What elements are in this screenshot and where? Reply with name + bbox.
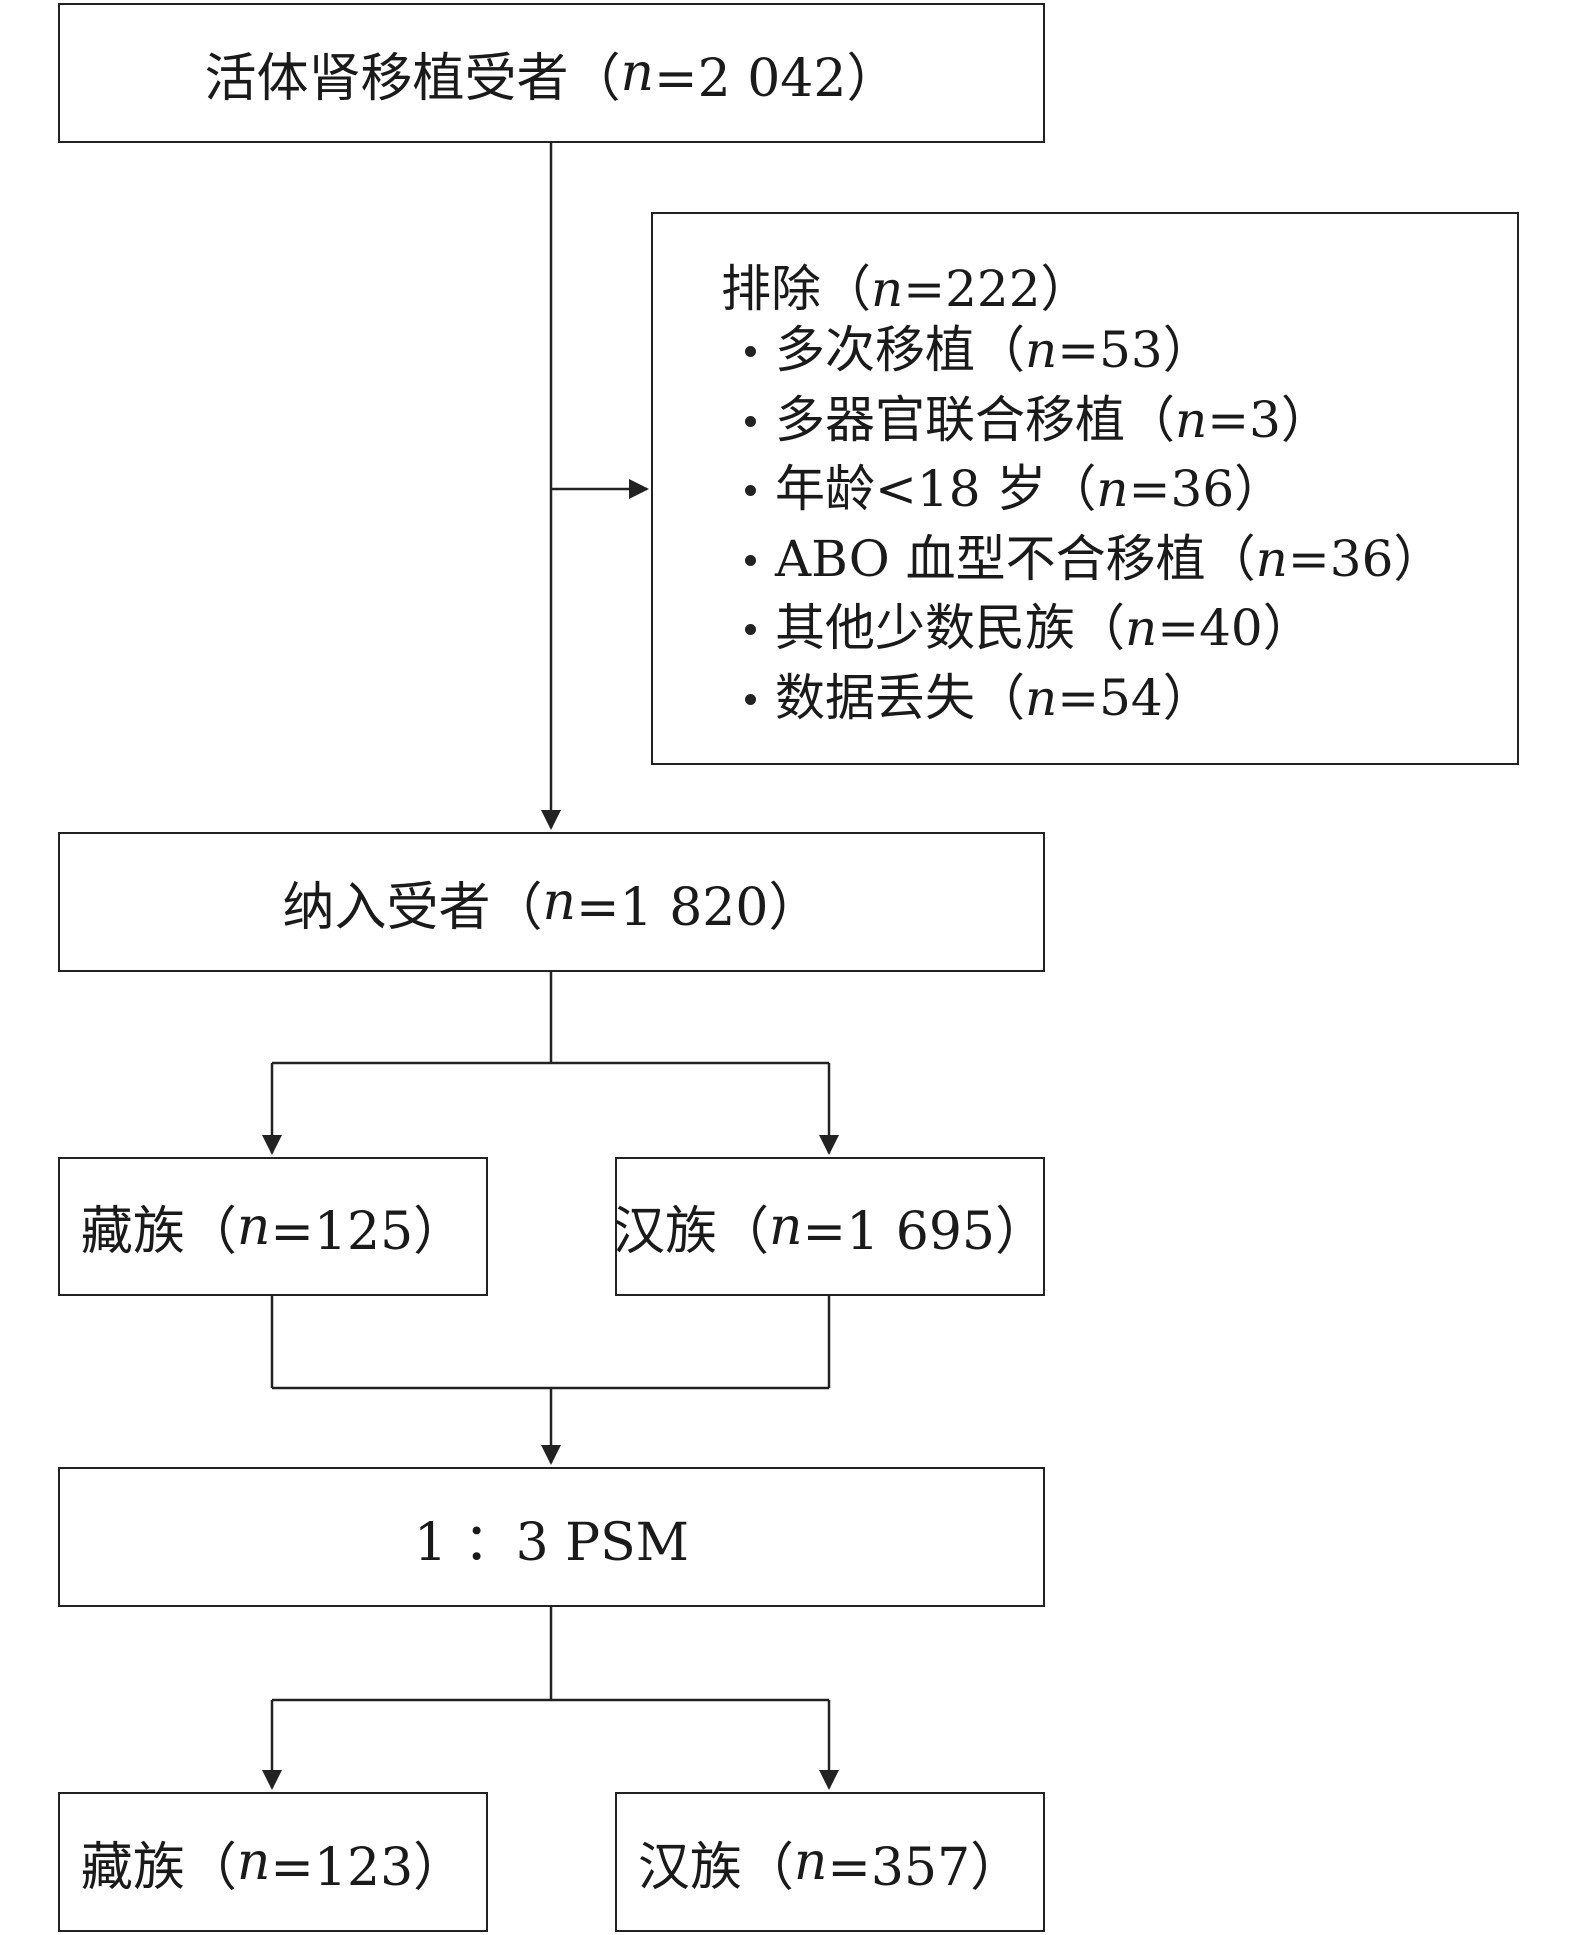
bullet-icon (745, 485, 756, 496)
exclusion-box: 排除（n=222） 多次移植（n=53） 多器官联合移植（n=3） 年龄<18 … (651, 212, 1519, 765)
han-after-box: 汉族（n=357） (615, 1792, 1045, 1932)
exclusion-item: 多器官联合移植（n=3） (745, 386, 1443, 456)
han-before-box: 汉族（n=1 695） (613, 1157, 1047, 1296)
exclusion-item: 年龄<18 岁（n=36） (745, 455, 1443, 525)
bullet-icon (745, 693, 756, 705)
top-value: =2 042） (654, 48, 899, 109)
exclusion-item: 其他少数民族（n=40） (745, 594, 1443, 664)
psm-box: 1 ：3 PSM (58, 1467, 1045, 1607)
tibetan-after-box: 藏族（n=123） (58, 1792, 488, 1932)
top-label: 活体肾移植受者（ (204, 48, 621, 109)
exclusion-item: 数据丢失（n=54） (745, 664, 1443, 734)
bullet-icon (745, 624, 756, 635)
exclusion-title: 排除（n=222） (721, 260, 1091, 318)
included-box: 纳入受者（n=1 820） (58, 832, 1045, 972)
top-box: 活体肾移植受者（n=2 042） (58, 3, 1045, 143)
exclusion-item: ABO 血型不合移植（n=36） (745, 525, 1443, 595)
tibetan-before-box: 藏族（n=125） (58, 1157, 488, 1296)
exclusion-list: 多次移植（n=53） 多器官联合移植（n=3） 年龄<18 岁（n=36） AB… (745, 316, 1443, 734)
bullet-icon (745, 346, 756, 357)
bullet-icon (745, 415, 756, 427)
psm-label: 1 ：3 PSM (413, 1512, 690, 1573)
exclusion-item: 多次移植（n=53） (745, 316, 1443, 386)
top-n: n (620, 43, 655, 103)
bullet-icon (745, 554, 756, 566)
